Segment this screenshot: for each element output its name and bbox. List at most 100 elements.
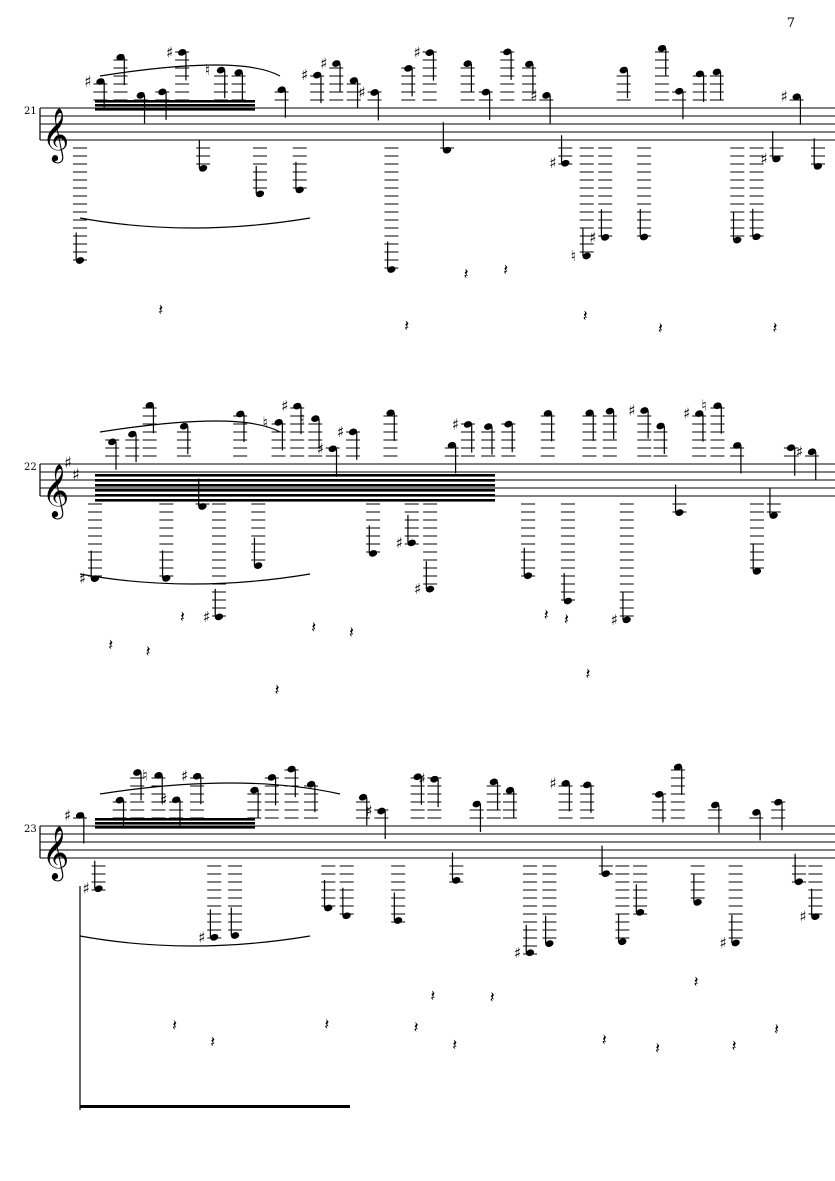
measure-number-23: 23 (24, 824, 37, 835)
notehead (75, 812, 85, 819)
notehead (712, 68, 721, 76)
rest-icon: 𝄽 (773, 318, 778, 337)
notehead (311, 415, 320, 422)
notehead (199, 164, 208, 172)
rest-icon: 𝄽 (158, 300, 163, 319)
notehead (198, 503, 207, 510)
sharp-icon: ♯ (281, 397, 288, 415)
notehead (328, 445, 337, 453)
notehead (585, 409, 594, 417)
rest-icon: 𝄽 (324, 1015, 329, 1034)
rest-icon: 𝄽 (180, 607, 185, 626)
notehead (639, 233, 649, 241)
notehead (636, 909, 645, 916)
notehead (313, 71, 322, 79)
notehead (752, 809, 761, 816)
notehead (368, 550, 378, 557)
notehead (561, 159, 570, 167)
notehead (484, 423, 493, 430)
sharp-icon: ♯ (418, 770, 425, 788)
treble-clef-icon: 𝄞 (42, 463, 69, 519)
notehead (236, 410, 245, 418)
notehead (133, 769, 142, 776)
sharp-icon: ♯ (550, 774, 557, 792)
notehead (772, 155, 781, 163)
rest-icon: 𝄽 (108, 635, 113, 654)
beam (95, 108, 255, 111)
notehead (216, 66, 226, 74)
rest-icon: 𝄽 (275, 680, 280, 699)
notehead (489, 778, 498, 786)
sharp-icon: ♯ (761, 150, 768, 168)
beam (80, 1105, 350, 1108)
notehead (695, 410, 704, 417)
beam (95, 818, 255, 821)
notehead (713, 402, 722, 410)
sharp-icon: ♯ (198, 928, 205, 946)
rest-icon: 𝄽 (583, 306, 588, 325)
notehead (358, 793, 368, 801)
sharp-icon: ♮ (701, 397, 706, 415)
notehead (505, 786, 515, 794)
notehead (711, 801, 720, 809)
notehead (601, 233, 610, 241)
notehead (172, 796, 181, 804)
notehead (136, 91, 145, 99)
beam (95, 826, 255, 829)
beam (95, 489, 495, 492)
notehead (657, 44, 667, 52)
rest-icon: 𝄽 (414, 1018, 419, 1037)
notehead (563, 597, 573, 605)
notehead (582, 252, 591, 260)
rest-icon: 𝄽 (146, 642, 151, 661)
sharp-icon: ♯ (414, 44, 421, 62)
sharp-icon: ♯ (72, 465, 80, 484)
sharp-icon: ♯ (628, 402, 635, 420)
rest-icon: 𝄽 (349, 623, 354, 642)
notehead (481, 88, 490, 96)
beam (95, 104, 255, 107)
notehead (250, 786, 259, 794)
notehead (324, 904, 333, 912)
notehead (230, 932, 240, 939)
beam (95, 479, 495, 482)
rest-icon: 𝄽 (311, 618, 316, 637)
notehead (675, 509, 684, 516)
notehead (811, 913, 820, 920)
notehead (503, 48, 512, 56)
notehead (287, 765, 296, 773)
sharp-icon: ♯ (337, 423, 344, 441)
rest-icon: 𝄽 (564, 609, 569, 628)
beam (95, 494, 495, 497)
sharp-icon: ♯ (160, 791, 167, 809)
treble-clef-icon: 𝄞 (42, 825, 69, 881)
notehead (394, 917, 403, 924)
notehead (452, 877, 461, 884)
rest-icon: 𝄽 (210, 1032, 215, 1051)
notehead (178, 49, 187, 56)
notehead (583, 781, 592, 789)
sharp-icon: ♯ (683, 405, 690, 423)
sharp-icon: ♯ (611, 611, 618, 629)
sharp-icon: ♯ (796, 443, 803, 461)
beam (95, 474, 495, 477)
rest-icon: 𝄽 (694, 972, 699, 991)
notehead (463, 60, 472, 67)
notehead (545, 940, 554, 947)
sharp-icon: ♮ (205, 61, 210, 79)
sharp-icon: ♯ (301, 66, 308, 84)
notehead (601, 870, 610, 878)
sharp-icon: ♯ (799, 908, 806, 926)
notehead (75, 257, 85, 264)
sharp-icon: ♯ (549, 154, 556, 172)
notehead (543, 410, 552, 417)
sharp-icon: ♯ (79, 570, 86, 588)
sharp-icon: ♯ (359, 83, 366, 101)
page-number: 7 (786, 16, 795, 31)
notehead (116, 53, 125, 61)
notehead (733, 236, 742, 244)
notehead (342, 912, 351, 920)
notehead (472, 800, 481, 808)
rest-icon: 𝄽 (732, 1036, 737, 1055)
notehead (426, 585, 435, 593)
